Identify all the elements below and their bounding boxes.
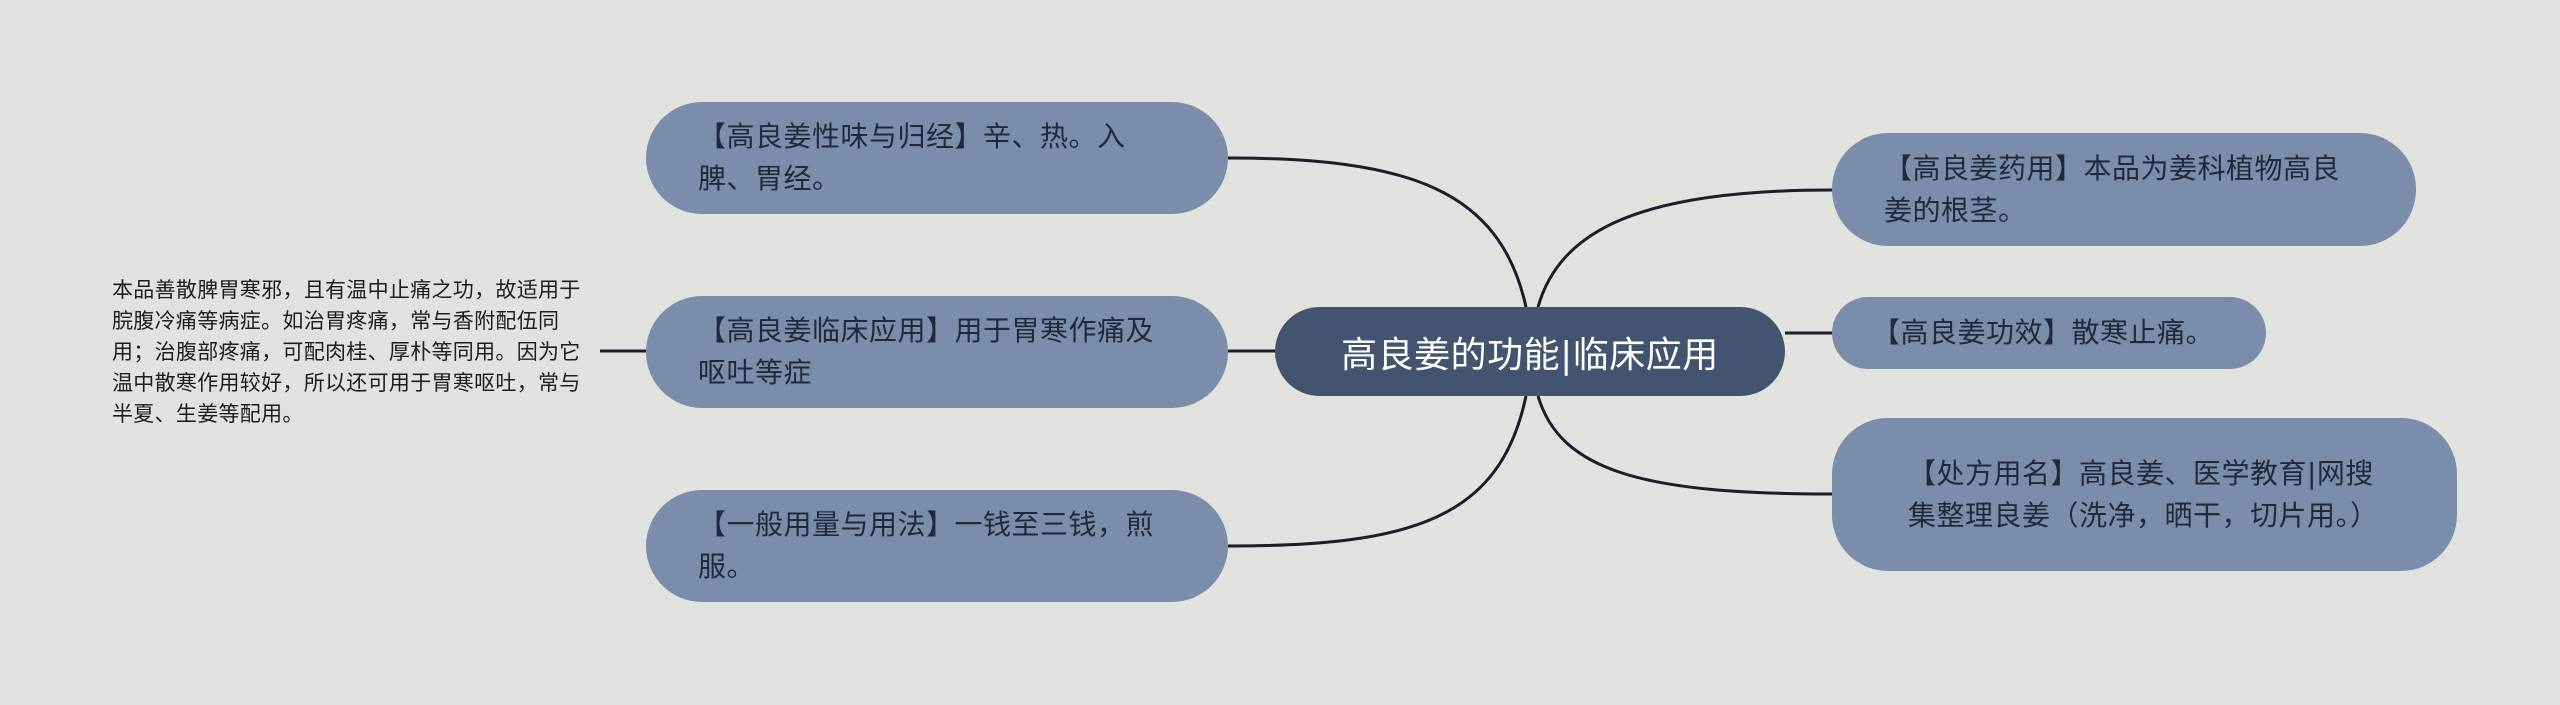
topic-efficacy[interactable]: 【高良姜功效】散寒止痛。: [1832, 297, 2266, 369]
link-center-to-medicinal: [1536, 188, 1833, 308]
topic-prescription-name[interactable]: 【处方用名】高良姜、医学教育|网搜集整理良姜（洗净，晒干，切片用。）: [1832, 418, 2457, 571]
clinical-application-note[interactable]: 本品善散脾胃寒邪，且有温中止痛之功，故适用于脘腹冷痛等病症。如治胃疼痛，常与香附…: [112, 275, 592, 430]
topic-medicinal-part[interactable]: 【高良姜药用】本品为姜科植物高良姜的根茎。: [1832, 133, 2416, 246]
topic-nature-and-meridian[interactable]: 【高良姜性味与归经】辛、热。入脾、胃经。: [646, 102, 1228, 214]
link-center-to-nature: [1227, 156, 1528, 308]
topic-nature-and-meridian-label: 【高良姜性味与归经】辛、热。入脾、胃经。: [698, 120, 1126, 195]
link-center-to-dosage: [1227, 395, 1528, 548]
topic-prescription-name-label: 【处方用名】高良姜、医学教育|网搜集整理良姜（洗净，晒干，切片用。）: [1908, 456, 2379, 532]
topic-dosage-and-usage-label: 【一般用量与用法】一钱至三钱，煎服。: [698, 508, 1155, 583]
clinical-application-note-text: 本品善散脾胃寒邪，且有温中止痛之功，故适用于脘腹冷痛等病症。如治胃疼痛，常与香附…: [112, 278, 581, 426]
topic-clinical-application-label: 【高良姜临床应用】用于胃寒作痛及呕吐等症: [698, 314, 1155, 389]
central-topic-label: 高良姜的功能|临床应用: [1341, 334, 1719, 376]
link-center-to-prescription: [1536, 395, 1833, 496]
topic-efficacy-label: 【高良姜功效】散寒止痛。: [1872, 316, 2215, 349]
topic-medicinal-part-label: 【高良姜药用】本品为姜科植物高良姜的根茎。: [1884, 151, 2341, 227]
central-topic[interactable]: 高良姜的功能|临床应用: [1275, 307, 1785, 396]
topic-dosage-and-usage[interactable]: 【一般用量与用法】一钱至三钱，煎服。: [646, 490, 1228, 602]
topic-clinical-application[interactable]: 【高良姜临床应用】用于胃寒作痛及呕吐等症: [646, 296, 1228, 408]
